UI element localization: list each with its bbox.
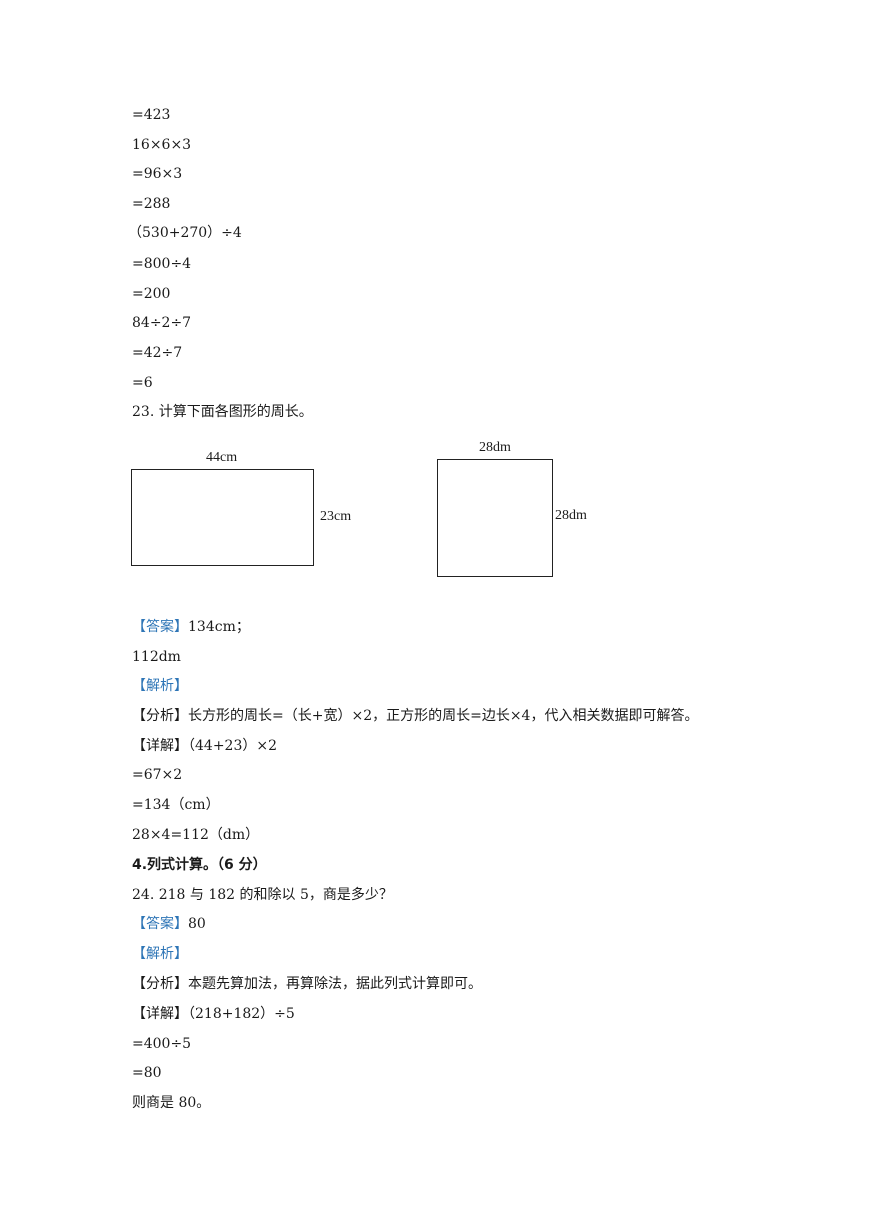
question-24-title: 24. 218 与 182 的和除以 5，商是多少？ xyxy=(132,887,393,903)
fenxi-text: 本题先算加法，再算除法，据此列式计算即可。 xyxy=(188,976,482,992)
rectangle-height-label: 23cm xyxy=(320,509,352,524)
calc-line: =423 xyxy=(132,107,171,123)
calc-line: =96×3 xyxy=(132,166,183,182)
xiangjie-tag: 【详解】 xyxy=(132,1006,188,1022)
conclusion-line: 则商是 80。 xyxy=(132,1095,211,1111)
square-top-label: 28dm xyxy=(479,440,511,455)
answer-line: 【答案】134cm； xyxy=(132,618,250,636)
answer-value: 80 xyxy=(188,916,206,932)
xiangjie-line: 【详解】（218+182）÷5 xyxy=(132,1005,295,1023)
calc-line: 84÷2÷7 xyxy=(132,315,192,331)
calc-line: =134（cm） xyxy=(132,797,220,813)
rectangle-shape xyxy=(131,469,314,566)
fenxi-text: 长方形的周长=（长+宽）×2，正方形的周长=边长×4，代入相关数据即可解答。 xyxy=(188,708,699,724)
analysis-tag: 【解析】 xyxy=(132,946,188,962)
fenxi-line: 【分析】长方形的周长=（长+宽）×2，正方形的周长=边长×4，代入相关数据即可解… xyxy=(132,707,698,725)
fenxi-tag: 【分析】 xyxy=(132,976,188,992)
fenxi-line: 【分析】本题先算加法，再算除法，据此列式计算即可。 xyxy=(132,975,482,993)
square-side-label: 28dm xyxy=(555,508,587,523)
calc-line: =80 xyxy=(132,1065,162,1081)
xiangjie-line: 【详解】（44+23）×2 xyxy=(132,737,277,755)
question-23-title: 23. 计算下面各图形的周长。 xyxy=(132,404,313,420)
calc-line: =6 xyxy=(132,375,153,391)
xiangjie-expression: （218+182）÷5 xyxy=(188,1006,295,1022)
calc-line: 16×6×3 xyxy=(132,137,192,153)
calc-line: =800÷4 xyxy=(132,256,192,272)
calc-line: =42÷7 xyxy=(132,345,183,361)
rectangle-width-label: 44cm xyxy=(206,450,238,465)
calc-line: =288 xyxy=(132,196,171,212)
answer-line-2: 112dm xyxy=(132,649,181,665)
answer-tag: 【答案】 xyxy=(132,619,188,635)
calc-line: （530+270）÷4 xyxy=(128,225,242,241)
analysis-tag: 【解析】 xyxy=(132,678,188,694)
square-shape xyxy=(437,459,553,577)
section-heading: 4.列式计算。（6 分） xyxy=(132,857,267,873)
answer-tag: 【答案】 xyxy=(132,916,188,932)
answer-line: 【答案】80 xyxy=(132,915,206,933)
calc-line: =400÷5 xyxy=(132,1036,192,1052)
xiangjie-tag: 【详解】 xyxy=(132,738,188,754)
calc-line: =200 xyxy=(132,286,171,302)
calc-line: 28×4=112（dm） xyxy=(132,827,260,843)
calc-line: =67×2 xyxy=(132,767,183,783)
answer-value: 134cm； xyxy=(188,619,250,635)
fenxi-tag: 【分析】 xyxy=(132,708,188,724)
xiangjie-expression: （44+23）×2 xyxy=(188,738,277,754)
